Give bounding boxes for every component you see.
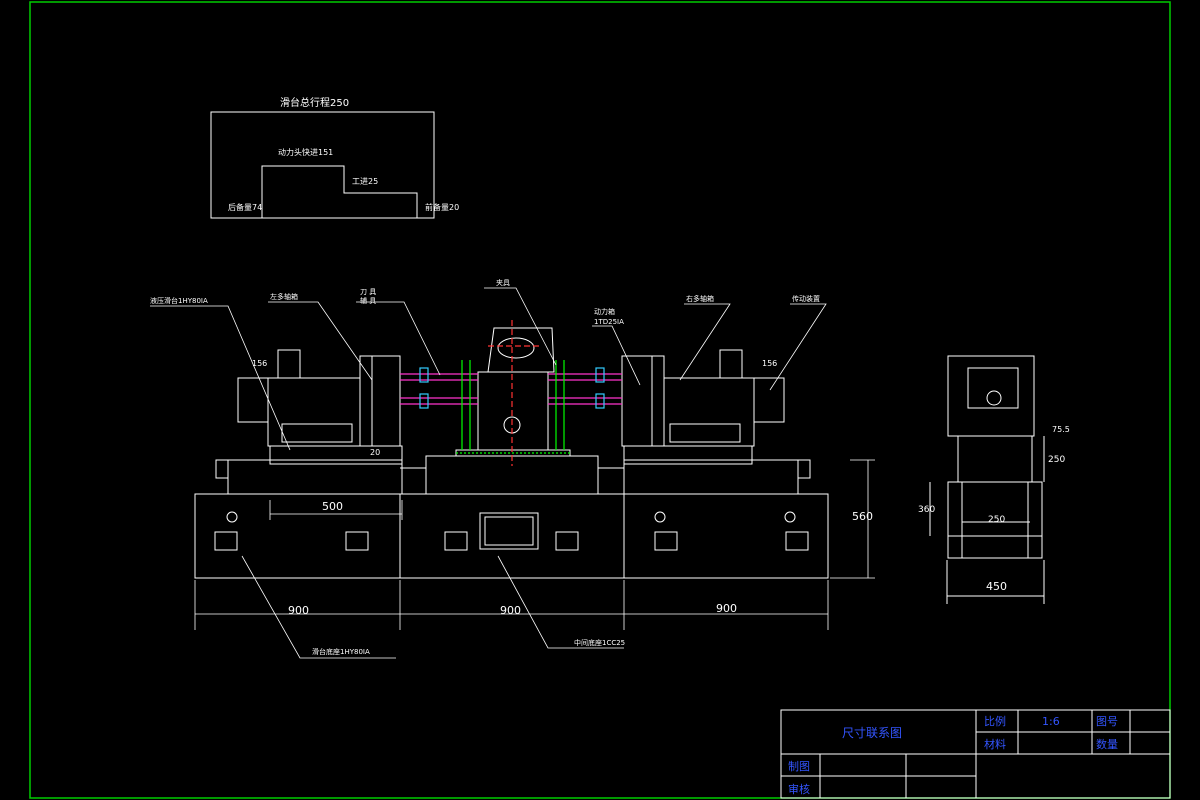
stroke-total-label: 滑台总行程250: [280, 96, 349, 109]
callout-tool: 刀 具: [360, 288, 376, 296]
stroke-diagram: [210, 111, 435, 219]
callout-slide-base: 滑台底座1HY80IA: [312, 647, 370, 656]
dim-side-360: 360: [918, 505, 935, 515]
title-material-label: 材料: [984, 737, 1006, 751]
dim-side-250-h: 250: [988, 515, 1005, 525]
dim-560: 560: [852, 510, 873, 523]
dim-side-450: 450: [986, 580, 1007, 593]
dim-156-right: 156: [762, 359, 777, 368]
title-block: [780, 709, 1171, 799]
work-feed-label: 工进25: [352, 177, 378, 186]
dim-side-75: 75.5: [1052, 425, 1070, 434]
callout-right-spindle-box: 右多轴箱: [686, 294, 714, 303]
title-drawn-by-label: 制图: [788, 760, 810, 773]
front-view: [194, 327, 829, 579]
title-scale-label: 比例: [984, 714, 1006, 728]
callout-power-box-model: 1TD25IA: [594, 318, 624, 326]
callout-power-box: 动力箱: [594, 307, 615, 316]
dim-900-mid: 900: [500, 604, 521, 617]
title-quantity-label: 数量: [1096, 738, 1118, 751]
title-checked-by-label: 审核: [788, 782, 810, 796]
dim-500: 500: [322, 500, 343, 513]
rear-reserve-label: 后备量74: [228, 202, 262, 212]
dimension-lines: [194, 459, 875, 630]
dim-20: 20: [370, 448, 380, 457]
callout-hydraulic-slide: 液压滑台1HY80IA: [150, 296, 208, 305]
title-scale-value: 1:6: [1042, 715, 1060, 728]
tooling-lines: [400, 320, 622, 466]
callout-middle-base: 中间底座1CC25: [574, 638, 625, 647]
drawing-frame: [29, 1, 1171, 799]
callout-left-spindle-box: 左多轴箱: [270, 292, 298, 301]
callout-transmission: 传动装置: [792, 294, 820, 303]
dim-side-250-v: 250: [1048, 455, 1065, 465]
leader-lines: [150, 287, 827, 659]
dim-900-left: 900: [288, 604, 309, 617]
callout-tool-holder: 辅 具: [360, 296, 376, 305]
callout-fixture: 夹具: [496, 278, 510, 287]
front-reserve-label: 前备量20: [425, 202, 459, 212]
side-view: [929, 355, 1045, 604]
dim-900-right: 900: [716, 602, 737, 615]
machine-base: [194, 493, 829, 579]
dim-156-left: 156: [252, 359, 267, 368]
title-drawing-name: 尺寸联系图: [842, 726, 902, 740]
title-drawing-no-label: 图号: [1096, 715, 1118, 728]
fast-forward-label: 动力头快进151: [278, 147, 333, 157]
